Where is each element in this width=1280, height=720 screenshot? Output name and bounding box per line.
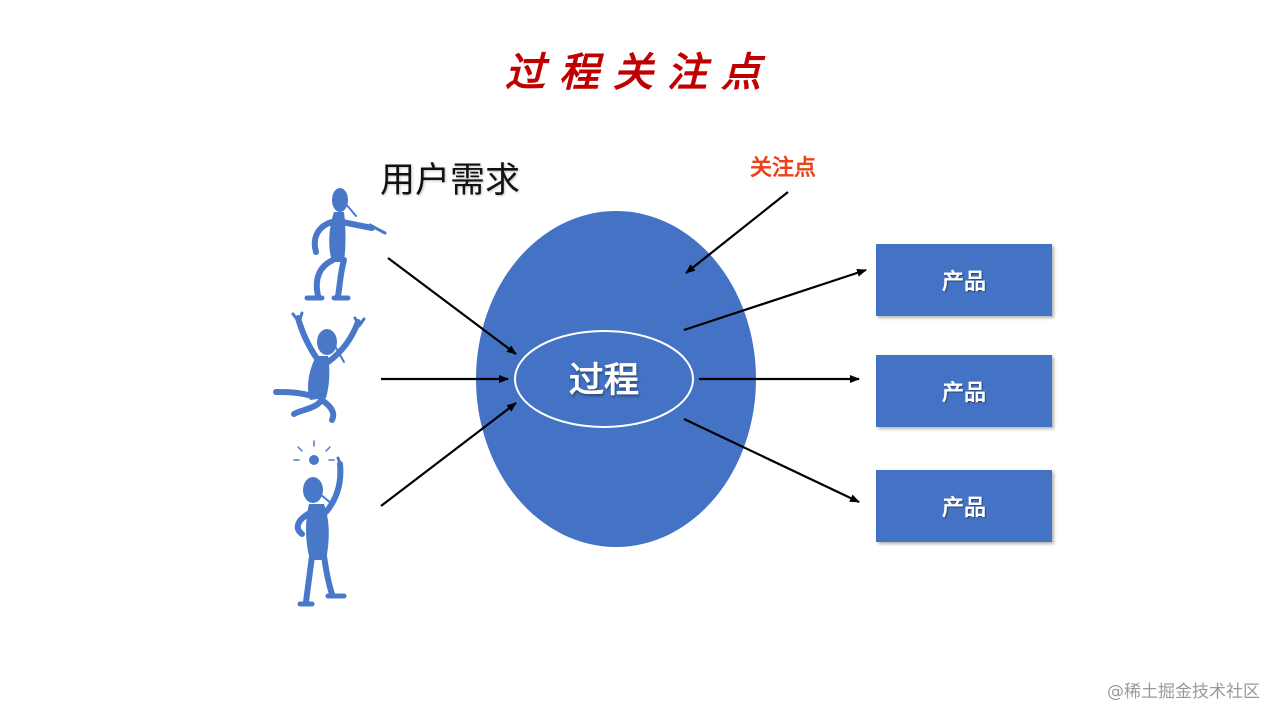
product-box-2: 产品 <box>876 355 1052 427</box>
process-label: 过程 <box>568 361 639 401</box>
focus-arrow <box>685 191 789 274</box>
slide-title: 过程关注点 <box>505 49 775 96</box>
focus-label: 关注点 <box>750 156 817 181</box>
watermark: @稀土掘金技术社区 <box>1107 682 1260 702</box>
input-arrow-3 <box>380 402 517 507</box>
idea-person-icon <box>293 440 347 607</box>
output-arrow-3 <box>683 418 860 503</box>
product-box-3: 产品 <box>876 470 1052 542</box>
input-arrow-1 <box>387 257 517 355</box>
user-needs-label: 用户需求 <box>380 161 521 201</box>
cheering-person-icon <box>273 311 366 423</box>
output-arrow-1 <box>683 268 867 332</box>
product-box-1: 产品 <box>876 244 1052 316</box>
process-inner-ellipse <box>514 330 694 428</box>
pointing-person-icon <box>304 188 387 301</box>
